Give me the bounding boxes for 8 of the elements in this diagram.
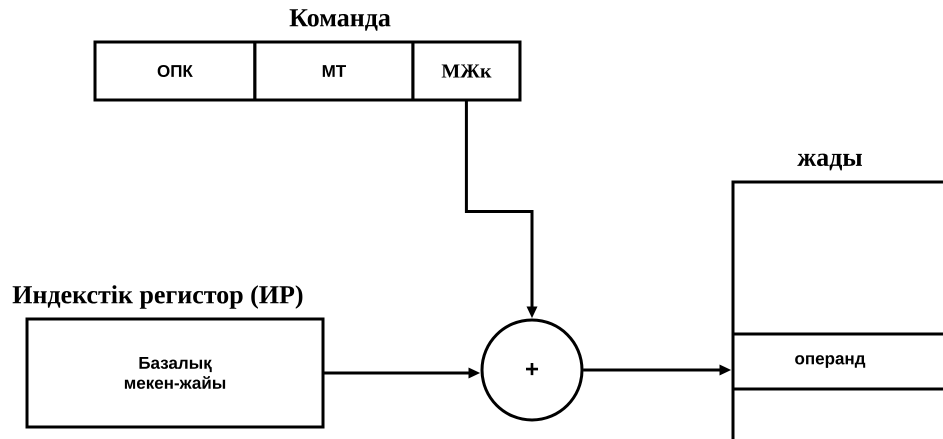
field-cell: операнд (732, 332, 943, 390)
field-cell: ОПК (94, 40, 256, 102)
heading: Команда (290, 9, 390, 31)
register-box: Базалық мекен-жайы (26, 318, 324, 428)
field-cell: МТ (253, 40, 414, 102)
heading: жады (797, 154, 862, 170)
heading: Индекстік регистор (ИР) (12, 285, 302, 309)
field-cell: МЖк (411, 40, 522, 102)
